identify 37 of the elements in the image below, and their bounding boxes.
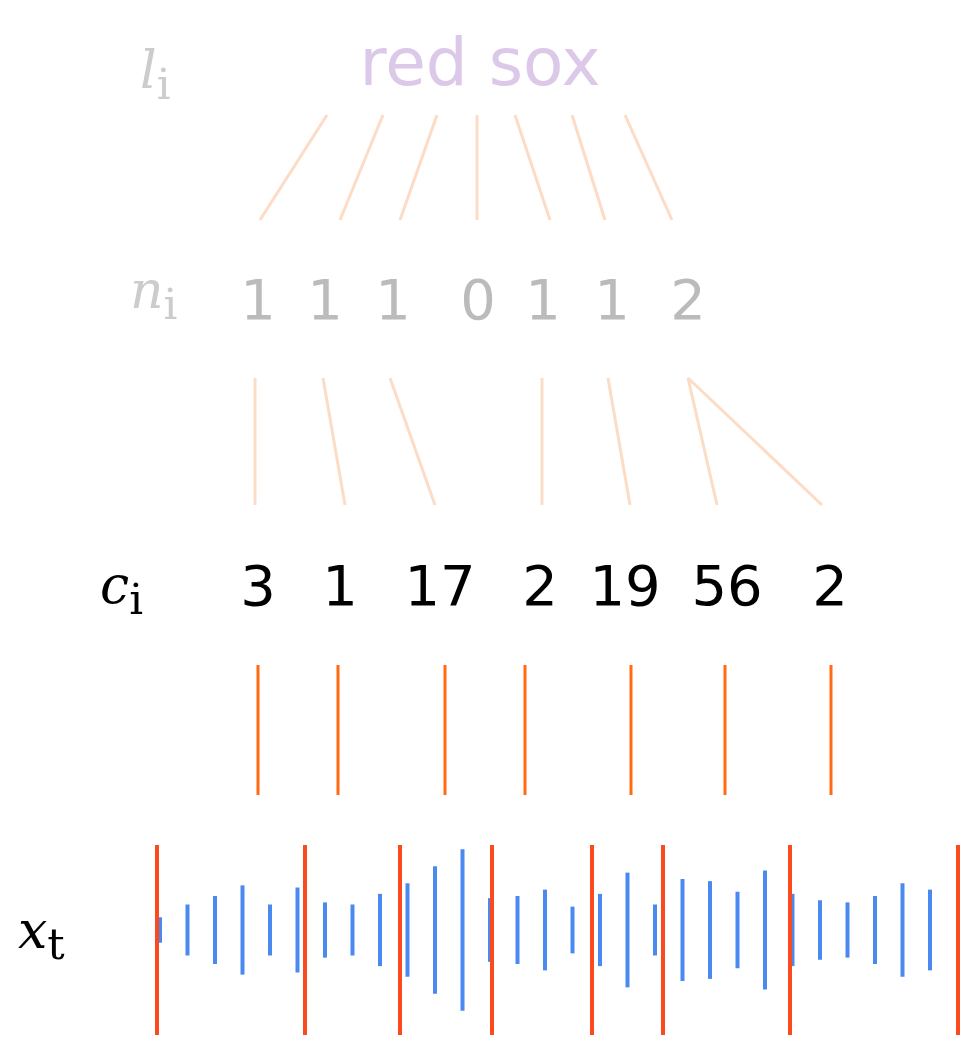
row-label: c$_{i}$ [100, 555, 143, 625]
count-number: 0 [460, 266, 496, 332]
connector-line [443, 665, 447, 795]
connector-line [336, 665, 340, 795]
count-number: 1 [525, 266, 561, 332]
connector-line [723, 665, 727, 795]
code-number: 17 [404, 552, 476, 618]
connector-line [606, 377, 632, 506]
connector-line [475, 115, 479, 220]
count-number: 1 [594, 266, 630, 332]
connector-line [623, 114, 674, 221]
connector-line [338, 114, 385, 221]
code-number: 2 [812, 552, 848, 618]
code-number: 56 [691, 552, 763, 618]
connector-line [829, 665, 833, 795]
code-number: 3 [240, 552, 276, 618]
code-number: 1 [322, 552, 358, 618]
count-number: 1 [375, 266, 411, 332]
count-number: 2 [670, 266, 706, 332]
row-label: x$_{t}$ [18, 900, 65, 970]
connector-line [523, 665, 527, 795]
count-number: 1 [307, 266, 343, 332]
connector-line [256, 665, 260, 795]
code-number: 2 [522, 552, 558, 618]
connector-line [321, 377, 347, 506]
connector-line [258, 114, 329, 221]
connector-line [540, 378, 544, 505]
connector-line [388, 377, 437, 506]
connector-line [253, 378, 257, 505]
connector-line [629, 665, 633, 795]
connector-line [570, 114, 607, 221]
code-number: 19 [589, 552, 661, 618]
connector-line [686, 376, 824, 507]
connector-line [398, 114, 439, 221]
connector-line [686, 377, 719, 506]
connector-line [513, 114, 552, 221]
count-number: 1 [240, 266, 276, 332]
